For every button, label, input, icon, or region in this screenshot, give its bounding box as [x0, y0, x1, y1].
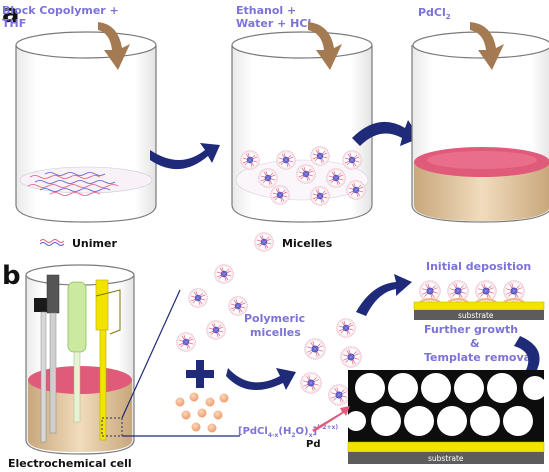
step3-label: PdCl2 — [418, 6, 451, 21]
process-arrow-b2 — [356, 274, 412, 316]
unimer-legend-icon — [39, 239, 65, 246]
polymeric-micelles-cluster — [176, 264, 248, 352]
initial-deposition-label: Initial deposition — [426, 260, 531, 273]
step1-label-line2: THF — [2, 17, 26, 30]
micelles-legend-label: Micelles — [282, 237, 333, 250]
initial-deposition-substrate: substrate — [413, 280, 545, 320]
ampersand-label: & — [470, 337, 480, 350]
process-arrow-b1 — [226, 368, 296, 391]
porous-pd-film: substrate — [346, 370, 547, 464]
plus-icon — [186, 360, 214, 388]
electrochemical-cell — [25, 264, 135, 455]
unimer-chains-beaker-1 — [27, 172, 119, 196]
pd-label: Pd — [306, 439, 321, 450]
step2-label-line2: Water + HCl — [236, 17, 311, 30]
step1-label-line1: Block Copolymer + — [2, 4, 119, 17]
dropper-arrow-3 — [470, 22, 504, 70]
beaker-1 — [15, 31, 157, 223]
panel-letter-a: a — [2, 0, 20, 29]
pd-precursor-particles — [175, 392, 229, 433]
substrate-top-label: substrate — [458, 311, 494, 320]
pd-pointer-arrow — [312, 406, 350, 432]
electrochemical-cell-label: Electrochemical cell — [8, 457, 132, 470]
further-growth-label: Further growth — [424, 323, 518, 336]
dropper-arrow-2 — [308, 22, 342, 70]
polymeric-label-line1: Polymeric — [244, 312, 305, 325]
polymeric-label-line2: micelles — [250, 326, 301, 339]
beaker-2 — [231, 31, 373, 223]
zoom-line-top — [121, 289, 181, 419]
substrate-bottom-label: substrate — [428, 454, 464, 463]
panel-letter-b: b — [2, 261, 21, 291]
process-arrow-a1 — [150, 143, 220, 170]
micelle-legend-icon — [254, 232, 274, 252]
pd-ion-formula: [PdCl4-x(H2O)x](-2+x) — [238, 424, 338, 439]
step2-label-line1: Ethanol + — [236, 4, 296, 17]
dropper-arrow-1 — [98, 22, 130, 70]
process-arrow-a2 — [352, 120, 420, 146]
template-removal-label: Template removal — [424, 351, 535, 364]
unimer-legend-label: Unimer — [72, 237, 117, 250]
beaker-3 — [411, 31, 549, 223]
